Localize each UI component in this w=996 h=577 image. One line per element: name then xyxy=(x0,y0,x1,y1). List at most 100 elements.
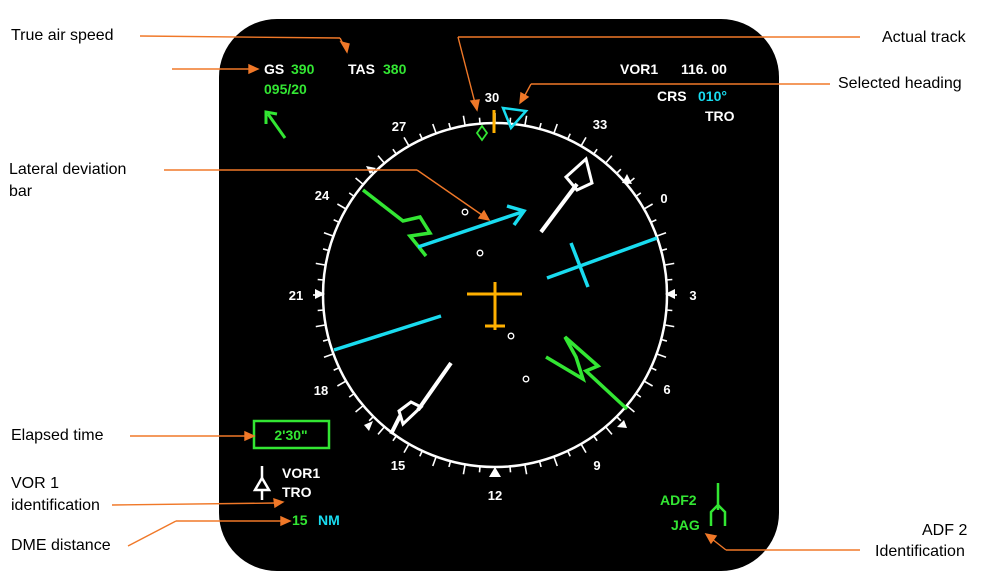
marker-3 xyxy=(665,289,675,299)
compass-tick xyxy=(656,353,667,358)
callout-lines xyxy=(111,35,860,551)
heading-0: 0 xyxy=(660,191,667,206)
vor1-ident-block: VOR1 TRO 15 NM xyxy=(282,465,340,528)
vor-arrow-tail xyxy=(397,400,424,427)
compass-tick xyxy=(478,466,481,473)
compass-tick xyxy=(635,192,642,198)
compass-tick xyxy=(664,262,675,266)
compass-tick xyxy=(377,155,386,164)
adf2-pointer-icon xyxy=(709,483,727,526)
compass-tick xyxy=(333,219,340,224)
adf-needle-tail xyxy=(545,335,629,411)
wind-arrow-icon xyxy=(264,110,287,139)
dme-value: 15 xyxy=(292,512,308,528)
marker-se xyxy=(617,420,627,428)
compass-tick xyxy=(348,192,355,198)
compass-tick xyxy=(432,456,437,467)
compass-tick xyxy=(322,338,330,342)
compass-tick xyxy=(616,416,622,422)
marker-12 xyxy=(489,467,501,477)
compass-tick xyxy=(524,115,528,126)
compass-tick xyxy=(580,136,587,147)
adf-needle-head xyxy=(361,188,433,258)
speed-readouts: GS 390 TAS 380 095/20 xyxy=(264,61,407,97)
compass-tick xyxy=(315,262,326,266)
heading-15: 15 xyxy=(391,458,405,473)
compass-tick xyxy=(419,450,424,457)
wind-readout: 095/20 xyxy=(264,81,307,97)
course-arrow-head xyxy=(506,204,527,227)
compass-tick xyxy=(524,464,528,475)
heading-12: 12 xyxy=(488,488,502,503)
crs-value: 010° xyxy=(698,88,727,104)
compass-tick xyxy=(604,155,613,164)
callout-adf2-line1: ADF 2 xyxy=(922,522,968,539)
compass-tick xyxy=(432,123,437,134)
compass-tick xyxy=(478,117,481,124)
compass-tick xyxy=(317,278,324,281)
compass-tick xyxy=(419,133,424,140)
adf2-label: ADF2 xyxy=(660,492,697,508)
compass-tick xyxy=(566,133,571,140)
compass-tick xyxy=(336,380,347,387)
crs-label: CRS xyxy=(657,88,687,104)
callout-actual-track: Actual track xyxy=(882,29,966,46)
dme-unit: NM xyxy=(318,512,340,528)
course-line-head xyxy=(546,236,658,280)
compass-tick xyxy=(592,435,598,442)
callout-lateral-deviation-line1: Lateral deviation xyxy=(9,161,127,178)
deviation-dots xyxy=(461,208,530,383)
compass-tick xyxy=(448,460,452,468)
compass-tick xyxy=(580,443,587,454)
compass-tick xyxy=(368,416,374,422)
compass-tick xyxy=(656,232,667,237)
compass-tick xyxy=(317,309,324,312)
callout-adf2-line2: Identification xyxy=(875,543,965,560)
callout-vor1-line1: VOR 1 xyxy=(11,475,60,492)
vor1-frequency: 116. 00 xyxy=(681,61,727,77)
callout-elapsed-time: Elapsed time xyxy=(11,427,104,444)
marker-sw xyxy=(364,421,373,431)
compass-tick xyxy=(566,450,571,457)
heading-9: 9 xyxy=(593,458,600,473)
compass-tick xyxy=(392,148,398,155)
compass-tick xyxy=(666,309,673,312)
compass-tick xyxy=(538,460,542,468)
compass-tick xyxy=(553,456,558,467)
compass-numbers: 30 33 0 3 6 9 12 15 18 21 24 27 xyxy=(289,90,697,503)
heading-6: 6 xyxy=(663,382,670,397)
adf-diamond xyxy=(475,124,489,142)
compass-tick xyxy=(323,353,334,358)
compass-tick xyxy=(509,466,512,473)
vor-needle-tail xyxy=(416,361,453,412)
vor-arrow-head xyxy=(563,156,594,192)
heading-21: 21 xyxy=(289,288,303,303)
compass-tick xyxy=(348,392,355,398)
callout-vor1-line2: identification xyxy=(11,497,100,514)
course-line-tail xyxy=(333,314,442,352)
vor-ident-top: TRO xyxy=(705,108,735,124)
heading-33: 33 xyxy=(593,117,607,132)
vor-readouts: VOR1 116. 00 CRS 010° TRO xyxy=(620,61,735,124)
heading-24: 24 xyxy=(315,188,330,203)
compass-tick xyxy=(315,324,326,328)
compass-tick xyxy=(616,168,622,174)
compass-tick xyxy=(643,380,654,387)
compass-tick xyxy=(650,219,657,224)
selected-heading-symbol xyxy=(501,106,529,131)
compass-tick xyxy=(448,122,452,130)
heading-3: 3 xyxy=(689,288,696,303)
tas-value: 380 xyxy=(383,61,407,77)
compass-tick xyxy=(650,366,657,371)
elapsed-time-value: 2'30" xyxy=(274,427,307,443)
compass-tick xyxy=(377,426,386,435)
heading-18: 18 xyxy=(314,383,328,398)
compass-tick xyxy=(403,136,410,147)
marker-21 xyxy=(315,289,325,299)
compass-tick xyxy=(626,404,635,413)
heading-30: 30 xyxy=(485,90,499,105)
compass-tick xyxy=(604,426,613,435)
callout-selected-heading: Selected heading xyxy=(838,75,962,92)
course-line-crossbar xyxy=(569,242,590,288)
